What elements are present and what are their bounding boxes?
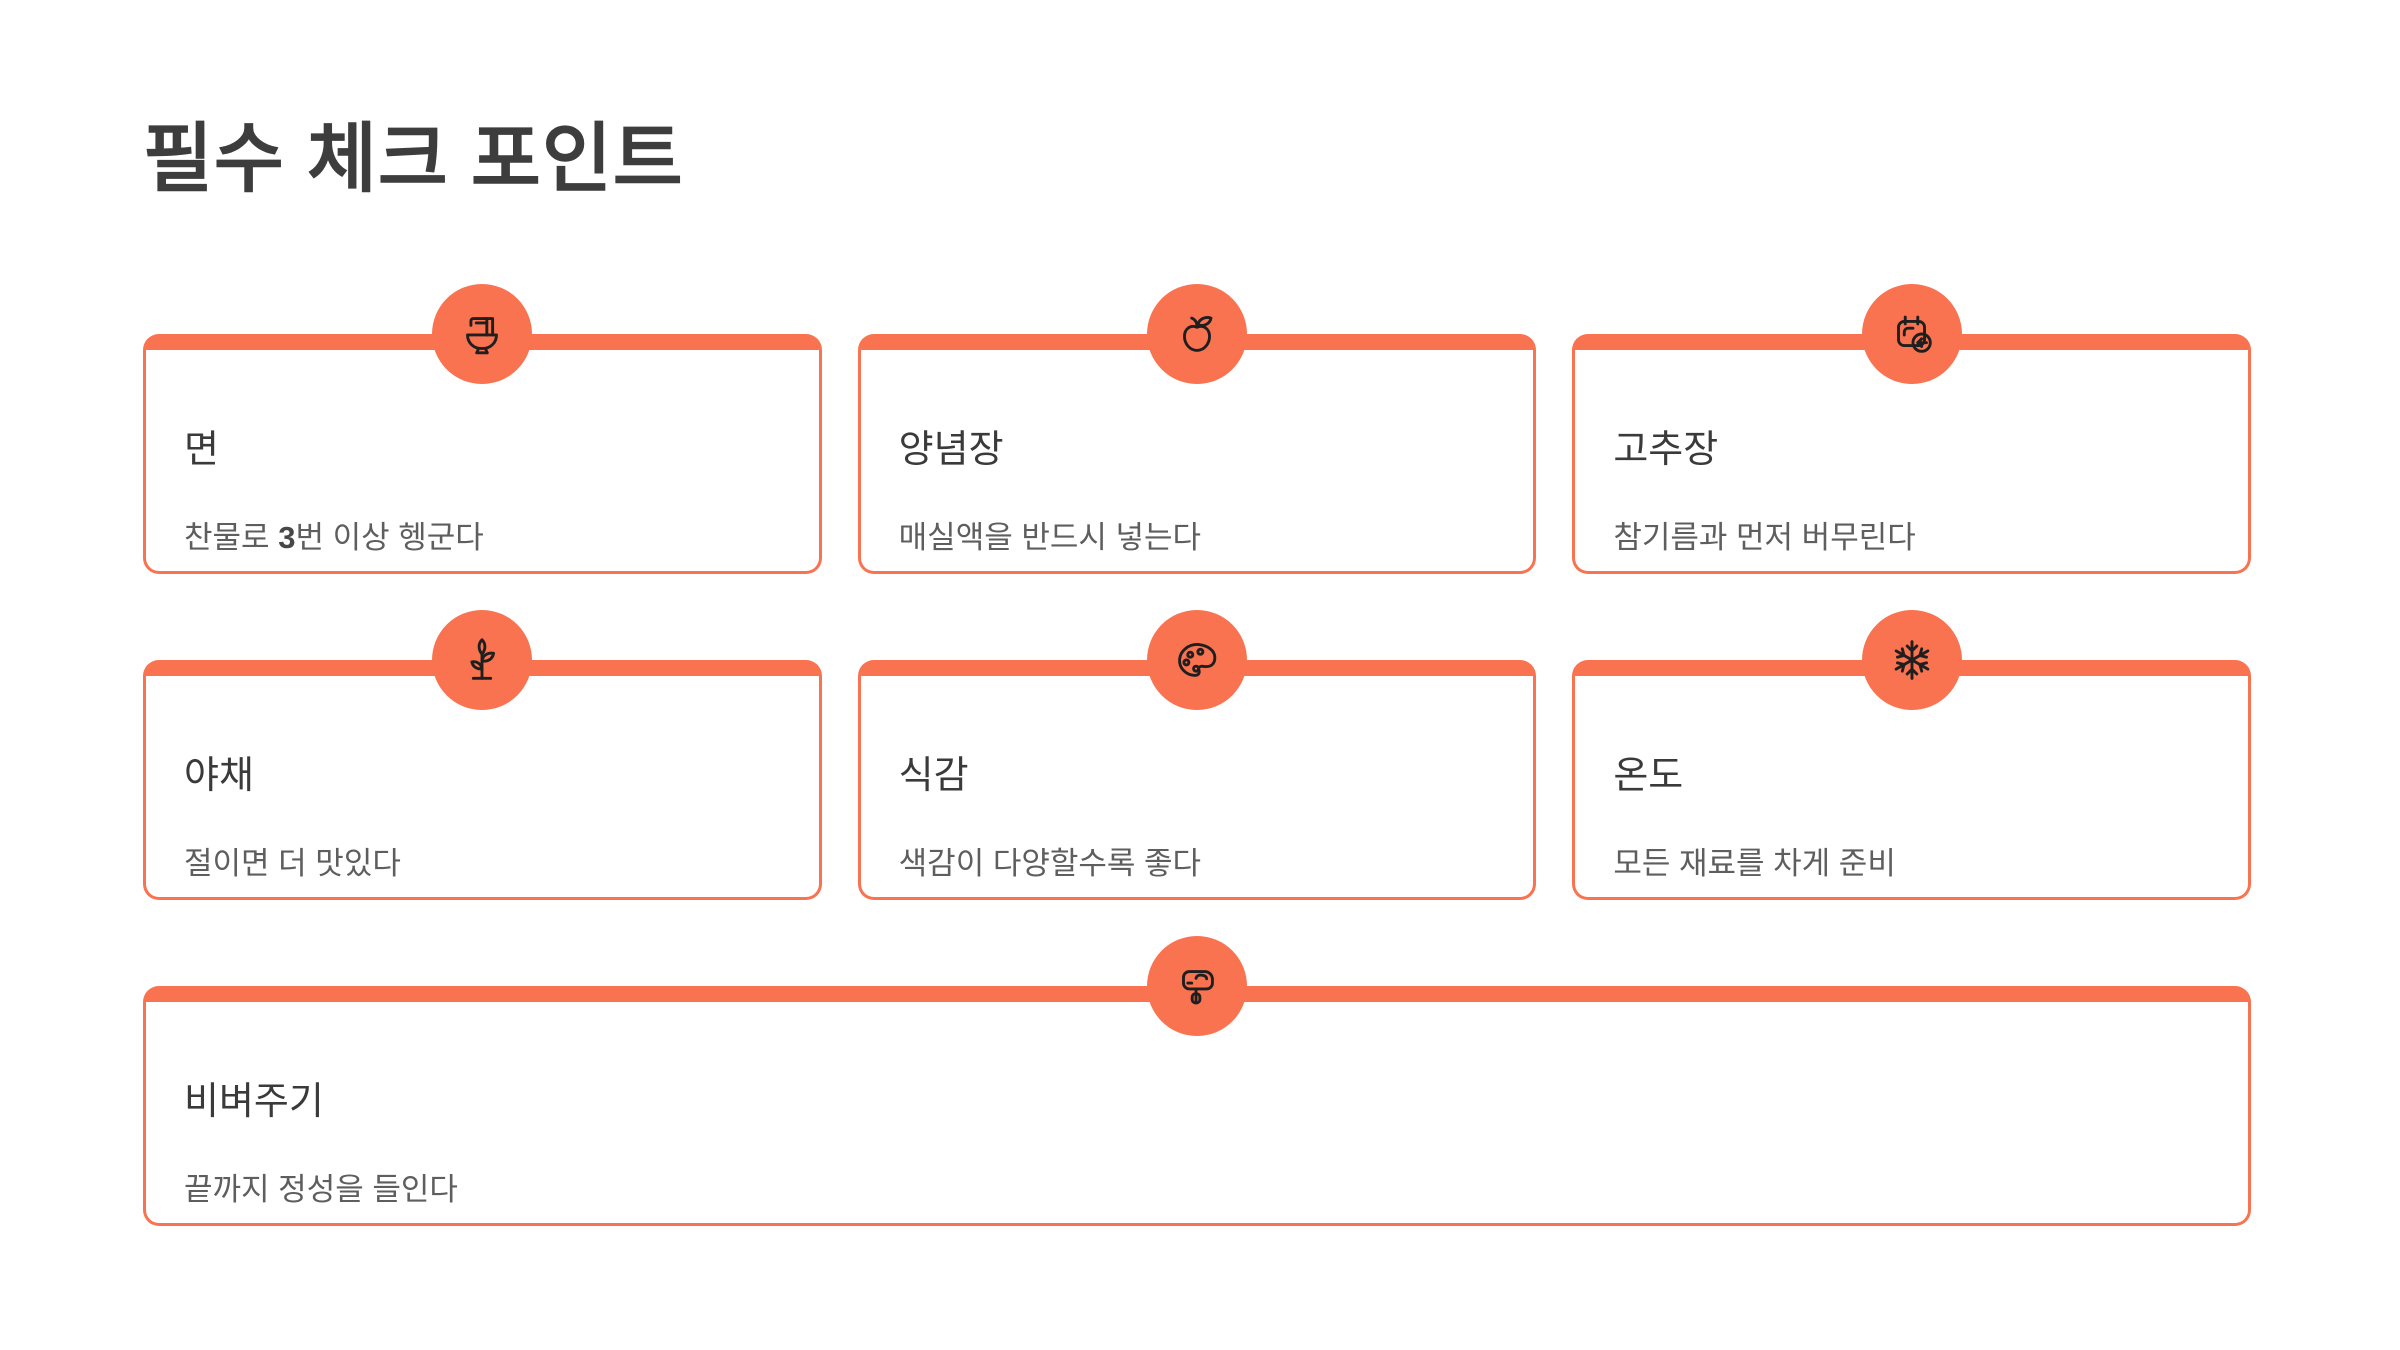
- card-gochujang: 고추장 참기름과 먼저 버무린다: [1572, 284, 2251, 574]
- card-description: 모든 재료를 차게 준비: [1613, 844, 2210, 884]
- desc-text: 모든 재료를 차게 준비: [1613, 845, 1896, 881]
- palette-icon: [1178, 643, 1217, 677]
- card-title: 식감: [898, 755, 969, 797]
- card-texture: 식감 색감이 다양할수록 좋다: [857, 610, 1537, 900]
- page-title: 필수 체크 포인트: [143, 117, 684, 202]
- card-description: 찬물로 3번 이상 헹군다: [184, 518, 781, 558]
- plum-icon: [1183, 316, 1213, 352]
- icon-badge: [1861, 284, 1962, 384]
- card-title: 면: [184, 429, 219, 471]
- card-title: 온도: [1613, 755, 1684, 797]
- icon-badge: [1147, 936, 1247, 1036]
- calendar-arrow-icon: [1896, 315, 1932, 353]
- card-title: 야채: [184, 755, 254, 797]
- card-description: 색감이 다양할수록 좋다: [899, 844, 1496, 884]
- desc-text: 찬물로: [184, 519, 279, 555]
- icon-badge: [1146, 284, 1247, 384]
- desc-text: 끝까지 정성을 들인다: [184, 1171, 458, 1207]
- snowflake-icon: [1894, 640, 1929, 680]
- card-description: 참기름과 먼저 버무린다: [1613, 518, 2210, 558]
- card-vegetables: 야채 절이면 더 맛있다: [143, 610, 822, 900]
- card-grid: 면 찬물로 3번 이상 헹군다 양념장 매실액을 반드시 넣는다: [143, 284, 2251, 1226]
- card-title: 양념장: [898, 429, 1004, 471]
- card-mixing: 비벼주기 끝까지 정성을 들인다: [143, 936, 2251, 1226]
- icon-badge: [432, 610, 533, 710]
- card-sauce: 양념장 매실액을 반드시 넣는다: [857, 284, 1537, 574]
- card-temperature: 온도 모든 재료를 차게 준비: [1572, 610, 2251, 900]
- card-title: 고추장: [1613, 429, 1719, 471]
- icon-badge: [1861, 610, 1962, 710]
- card-noodles: 면 찬물로 3번 이상 헹군다: [143, 284, 822, 574]
- desc-bold-text: 3: [278, 519, 296, 555]
- card-description: 절이면 더 맛있다: [184, 844, 781, 884]
- card-description: 매실액을 반드시 넣는다: [899, 518, 1496, 558]
- icon-badge: [432, 284, 533, 384]
- desc-text: 절이면 더 맛있다: [184, 845, 401, 881]
- desc-text: 번 이상 헹군다: [295, 519, 484, 555]
- plant-icon: [470, 638, 496, 680]
- card-description: 끝까지 정성을 들인다: [184, 1170, 2210, 1210]
- desc-text: 매실액을 반드시 넣는다: [898, 519, 1202, 555]
- hand-mixer-icon: [1182, 970, 1214, 1005]
- icon-badge: [1146, 610, 1247, 710]
- desc-text: 색감이 다양할수록 좋다: [898, 845, 1202, 881]
- noodle-bowl-icon: [466, 317, 499, 355]
- card-title: 비벼주기: [184, 1081, 324, 1123]
- desc-text: 참기름과 먼저 버무린다: [1613, 519, 1916, 555]
